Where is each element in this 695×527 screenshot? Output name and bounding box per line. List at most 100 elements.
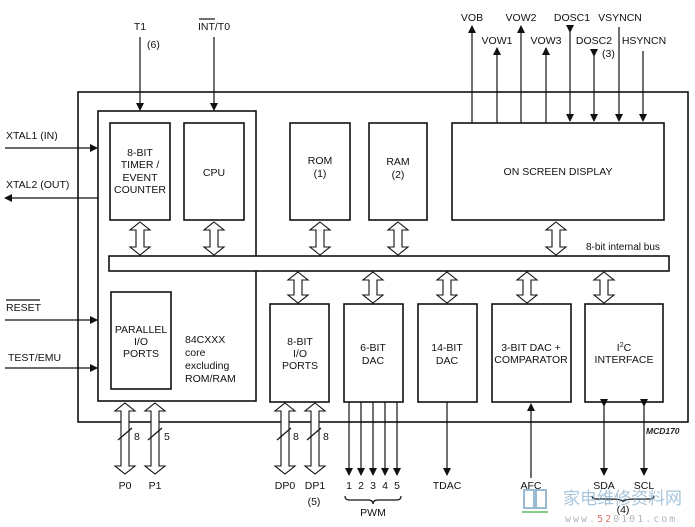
rom-bus-arrow (308, 221, 332, 256)
i2c-label-2: INTERFACE (595, 354, 654, 366)
hsyncn-label: HSYNCN (622, 35, 666, 47)
dac14-bus-arrow (435, 271, 459, 304)
ram-block: RAM (2) (368, 122, 428, 221)
io8-bus-arrow (286, 271, 310, 304)
core-label-4: ROM/RAM (185, 373, 236, 385)
diagram-code: MCD170 (646, 426, 680, 436)
internal-bus (108, 255, 670, 272)
parallel-io-label-2: I/O (134, 336, 148, 348)
pwm-brace (344, 495, 402, 505)
rom-label: ROM (308, 155, 333, 167)
parallel-io-label-3: PORTS (123, 348, 159, 360)
dp1-width-slash (306, 427, 322, 441)
p1-width-slash (147, 427, 163, 441)
ram-note: (2) (392, 169, 405, 181)
p0-label: P0 (119, 480, 132, 492)
p1-label: P1 (149, 480, 162, 492)
t1-label: T1 (134, 21, 146, 33)
vow1-label: VOW1 (482, 35, 513, 47)
vsyncn-label: VSYNCN (598, 12, 642, 24)
dac6-block: 6-BIT DAC (343, 303, 404, 403)
parallel-io-block: PARALLEL I/O PORTS (110, 291, 172, 390)
bus-connections (113, 221, 616, 475)
osd-block: ON SCREEN DISPLAY (451, 122, 665, 221)
dp1-width: 8 (323, 431, 329, 443)
dosc2-label: DOSC2 (576, 35, 612, 47)
dac14-block: 14-BIT DAC (417, 303, 478, 403)
dac6-label-2: DAC (362, 355, 385, 367)
core-label-1: 84CXXX (185, 334, 225, 346)
timer-bus-arrow (128, 221, 152, 256)
ram-label: RAM (386, 156, 409, 168)
dosc1-label: DOSC1 (554, 12, 590, 24)
dp1-port-arrow (303, 402, 327, 475)
timer-block: 8-BIT TIMER / EVENT COUNTER (109, 122, 171, 221)
watermark-cn: 家电维修资料网 (563, 489, 682, 509)
cpu-label: CPU (203, 167, 225, 179)
cpu-block: CPU (183, 122, 245, 221)
internal-bus-label: 8-bit internal bus (586, 242, 660, 253)
xtal1-label: XTAL1 (IN) (6, 130, 58, 142)
pwm-number-2: 2 (358, 480, 364, 492)
i2c-bus-arrow (592, 271, 616, 304)
tdac-label: TDAC (433, 480, 462, 492)
scl-label: SCL (634, 480, 655, 492)
dac3-label-1: 3-BIT DAC + (501, 342, 561, 354)
dac3-label-2: COMPARATOR (494, 354, 568, 366)
osd-bus-arrow (544, 221, 568, 256)
core-label-3: excluding (185, 360, 230, 372)
dac14-label-1: 14-BIT (431, 342, 463, 354)
i2c-block: I2C INTERFACE (584, 303, 664, 403)
rom-block: ROM (1) (289, 122, 351, 221)
pwm-number-5: 5 (394, 480, 400, 492)
p0-width: 8 (134, 431, 140, 443)
rom-note: (1) (314, 168, 327, 180)
i2c-label-1: I2C (617, 342, 632, 354)
sda-label: SDA (593, 480, 615, 492)
top-signals: T1 (6) INT/T0 VOB VOW1 VOW2 VOW3 DOSC1 D… (134, 12, 666, 123)
io8-label-2: I/O (293, 348, 307, 360)
cpu-bus-arrow (202, 221, 226, 256)
i2c-brace (591, 495, 655, 503)
dac14-label-2: DAC (436, 355, 459, 367)
watermark-url: www.520101.com (565, 514, 677, 525)
io8-label-1: 8-BIT (287, 336, 313, 348)
dac6-bus-arrow (361, 271, 385, 304)
vow3-label: VOW3 (531, 35, 562, 47)
core-label-2: core (185, 347, 206, 359)
parallel-io-label-1: PARALLEL (115, 324, 167, 336)
pwm-number-4: 4 (382, 480, 388, 492)
vob-label: VOB (461, 12, 483, 24)
left-signals: XTAL1 (IN) XTAL2 (OUT) RESET TEST/EMU (4, 130, 98, 372)
i2c-note: (4) (617, 504, 630, 516)
timer-label-3: EVENT (122, 172, 158, 184)
timer-label-1: 8-BIT (127, 147, 153, 159)
reset-label: RESET (6, 302, 42, 314)
vow2-label: VOW2 (506, 12, 537, 24)
pwm-number-1: 1 (346, 480, 352, 492)
xtal2-label: XTAL2 (OUT) (6, 179, 69, 191)
dp0-port-arrow (273, 402, 297, 475)
dac6-label-1: 6-BIT (360, 342, 386, 354)
dp1-label: DP1 (305, 480, 326, 492)
int-t0-label: INT/T0 (198, 21, 230, 33)
dosc2-note: (3) (602, 48, 615, 60)
test-emu-label: TEST/EMU (8, 352, 61, 364)
dp0-width-slash (276, 427, 292, 441)
dac3-bus-arrow (515, 271, 539, 304)
dp-note: (5) (308, 496, 321, 508)
p1-port-arrow (143, 402, 167, 475)
dp0-width: 8 (293, 431, 299, 443)
dp0-label: DP0 (275, 480, 296, 492)
timer-label-4: COUNTER (114, 184, 166, 196)
io8-label-3: PORTS (282, 360, 318, 372)
p0-port-arrow (113, 402, 137, 475)
ram-bus-arrow (386, 221, 410, 256)
core-note: 84CXXX core excluding ROM/RAM (185, 334, 236, 385)
dac3-comparator-block: 3-BIT DAC + COMPARATOR (491, 303, 572, 403)
io8-block: 8-BIT I/O PORTS (269, 303, 330, 403)
pwm-label: PWM (360, 507, 386, 519)
p1-width: 5 (164, 431, 170, 443)
